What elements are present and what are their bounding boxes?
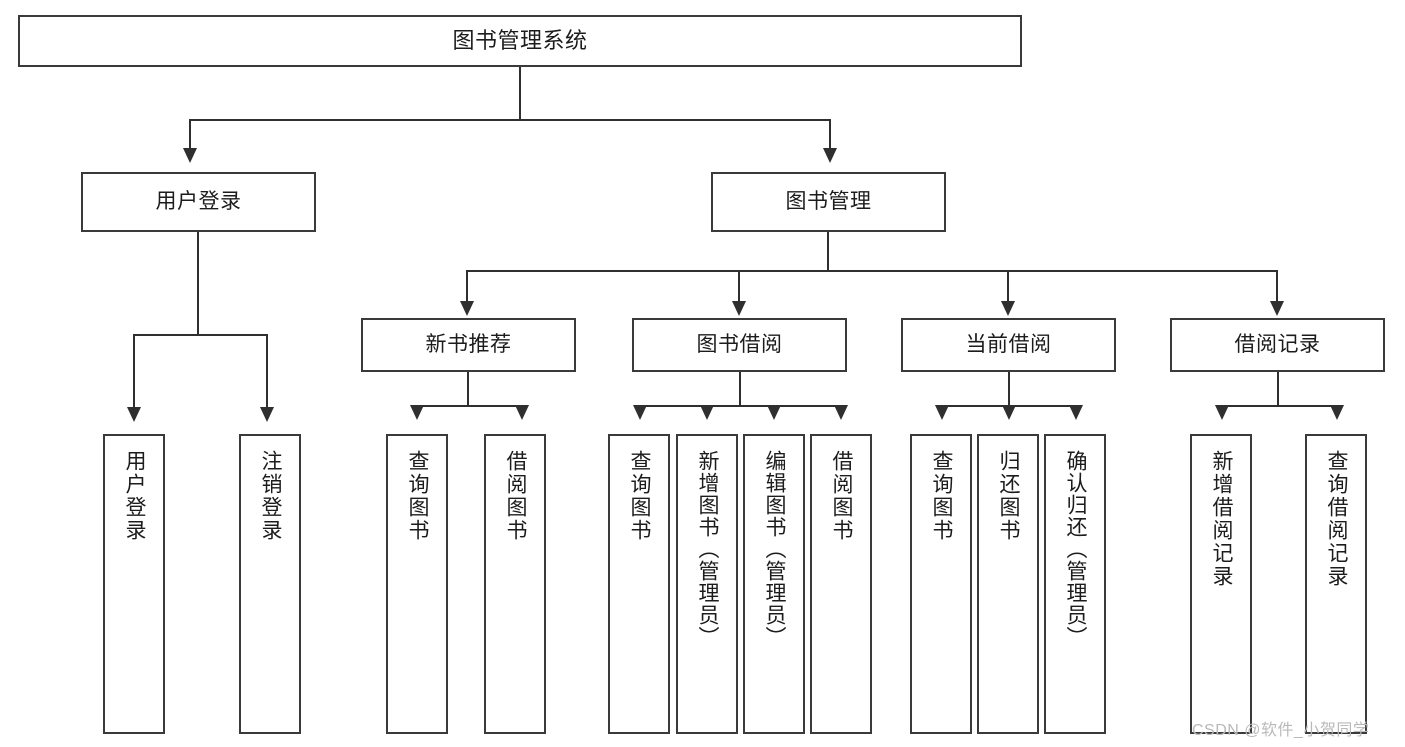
arrowhead-book-borrow-leaf-4 (834, 405, 848, 420)
arrowhead-book-borrow-leaf-1 (633, 405, 647, 420)
node-label: 查询图书 (406, 450, 430, 542)
connector-new-book-stem (467, 372, 469, 407)
node-label: 确认归还（管理员） (1064, 450, 1088, 648)
arrowhead-current-borrow-leaf-3 (1069, 405, 1083, 420)
connector-book-manage-stem (827, 232, 829, 272)
leaf-edit-book-admin[interactable]: 编辑图书（管理员） (743, 434, 805, 734)
node-label: 图书借阅 (696, 333, 783, 357)
node-borrow-record[interactable]: 借阅记录 (1170, 318, 1385, 372)
node-label: 新增图书（管理员） (696, 450, 720, 648)
node-root-library-system[interactable]: 图书管理系统 (18, 15, 1022, 67)
leaf-logout[interactable]: 注销登录 (239, 434, 301, 734)
connector-book-manage-drop-1 (466, 270, 468, 303)
leaf-query-borrow-record[interactable]: 查询借阅记录 (1305, 434, 1367, 734)
connector-book-borrow-stem (739, 372, 741, 407)
arrowhead-borrow-record-leaf-2 (1330, 405, 1344, 420)
connector-book-manage-drop-2 (738, 270, 740, 303)
leaf-confirm-return-admin[interactable]: 确认归还（管理员） (1044, 434, 1106, 734)
connector-book-manage-drop-3 (1007, 270, 1009, 303)
node-label: 借阅图书 (504, 450, 528, 542)
node-label: 新增借阅记录 (1210, 450, 1234, 588)
node-label: 查询图书 (930, 450, 954, 542)
csdn-watermark: CSDN @软件_小贺同学 (1192, 722, 1370, 739)
node-current-borrow[interactable]: 当前借阅 (901, 318, 1116, 372)
leaf-query-book-new[interactable]: 查询图书 (386, 434, 448, 734)
arrowhead-borrow-record-leaf-1 (1215, 405, 1229, 420)
arrowhead-to-book-borrow (732, 301, 746, 316)
node-label: 借阅图书 (830, 450, 854, 542)
leaf-borrow-book[interactable]: 借阅图书 (810, 434, 872, 734)
leaf-user-login[interactable]: 用户登录 (103, 434, 165, 734)
connector-new-book-bar (416, 405, 522, 407)
arrowhead-root-to-book-manage (823, 148, 837, 163)
leaf-query-book-borrow[interactable]: 查询图书 (608, 434, 670, 734)
node-label: 图书管理 (785, 190, 872, 214)
node-label: 借阅记录 (1234, 333, 1321, 357)
leaf-borrow-book-new[interactable]: 借阅图书 (484, 434, 546, 734)
node-label: 查询图书 (628, 450, 652, 542)
arrowhead-user-login-leaf-2 (260, 407, 274, 422)
node-user-login[interactable]: 用户登录 (81, 172, 316, 232)
leaf-query-book-current[interactable]: 查询图书 (910, 434, 972, 734)
node-label: 当前借阅 (965, 333, 1052, 357)
arrowhead-current-borrow-leaf-2 (1002, 405, 1016, 420)
connector-user-login-drop-2 (266, 334, 268, 409)
arrowhead-new-book-leaf-2 (515, 405, 529, 420)
node-label: 编辑图书（管理员） (763, 450, 787, 648)
node-label: 图书管理系统 (452, 27, 588, 53)
node-label: 注销登录 (259, 450, 283, 542)
connector-book-manage-bar (466, 270, 1278, 272)
connector-root-stem (519, 67, 521, 121)
arrowhead-user-login-leaf-1 (127, 407, 141, 422)
arrowhead-current-borrow-leaf-1 (935, 405, 949, 420)
connector-root-to-book-manage (829, 119, 831, 150)
leaf-add-book-admin[interactable]: 新增图书（管理员） (676, 434, 738, 734)
leaf-return-book[interactable]: 归还图书 (977, 434, 1039, 734)
arrowhead-to-borrow-record (1270, 301, 1284, 316)
connector-user-login-drop-1 (133, 334, 135, 409)
node-book-management[interactable]: 图书管理 (711, 172, 946, 232)
node-label: 用户登录 (155, 190, 242, 214)
connector-borrow-record-stem (1277, 372, 1279, 407)
node-book-borrow[interactable]: 图书借阅 (632, 318, 847, 372)
connector-user-login-bar (133, 334, 267, 336)
arrowhead-new-book-leaf-1 (410, 405, 424, 420)
connector-book-manage-drop-4 (1276, 270, 1278, 303)
arrowhead-book-borrow-leaf-2 (700, 405, 714, 420)
leaf-add-borrow-record[interactable]: 新增借阅记录 (1190, 434, 1252, 734)
connector-root-bar (189, 119, 831, 121)
node-label: 查询借阅记录 (1325, 450, 1349, 588)
node-new-book-recommend[interactable]: 新书推荐 (361, 318, 576, 372)
node-label: 用户登录 (123, 450, 147, 542)
connector-borrow-record-bar (1221, 405, 1337, 407)
arrowhead-to-new-book (460, 301, 474, 316)
node-label: 新书推荐 (425, 333, 512, 357)
arrowhead-book-borrow-leaf-3 (767, 405, 781, 420)
arrowhead-to-current-borrow (1001, 301, 1015, 316)
node-label: 归还图书 (997, 450, 1021, 542)
connector-root-to-user-login (189, 119, 191, 150)
connector-current-borrow-stem (1008, 372, 1010, 407)
connector-book-borrow-bar (639, 405, 841, 407)
connector-user-login-stem (197, 232, 199, 336)
arrowhead-root-to-user-login (183, 148, 197, 163)
